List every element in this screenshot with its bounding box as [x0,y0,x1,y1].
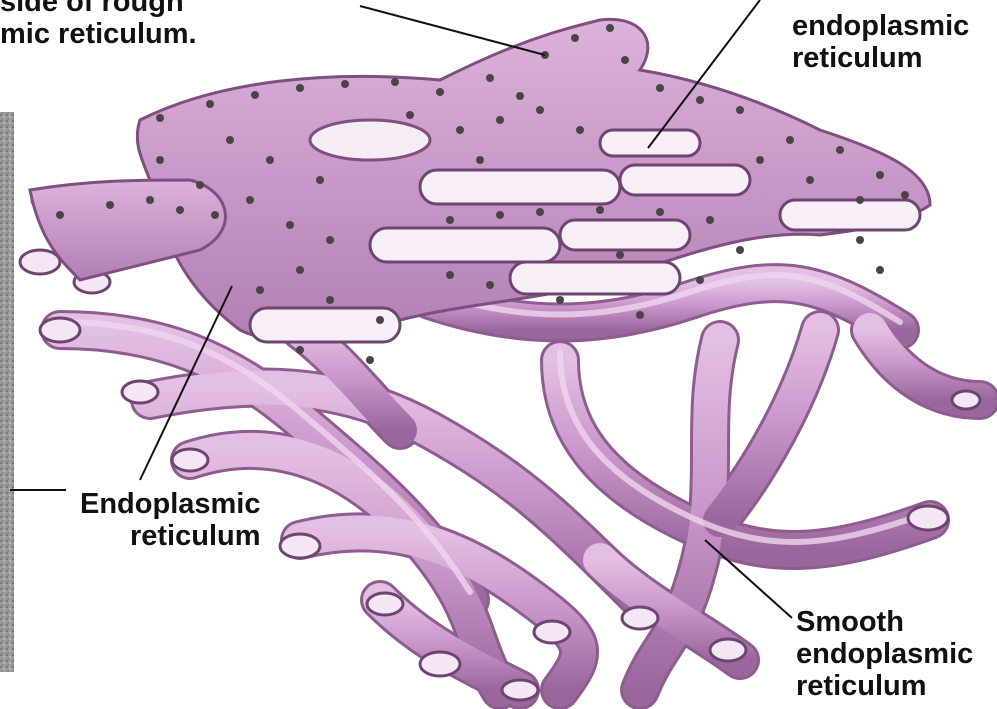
endoplasmic-reticulum-label: Endoplasmic reticulum [80,488,261,552]
smooth-er-label: Smooth endoplasmic reticulum [796,606,973,702]
smooth-er-line3: reticulum [796,670,973,702]
rough-er-surface-line2: mic reticulum. [0,18,197,50]
rough-er-line2: reticulum [792,42,969,74]
rough-er-label: endoplasmic reticulum [792,10,969,74]
smooth-er-line1: Smooth [796,606,973,638]
rough-er-surface-line1: side of rough [0,0,197,18]
rough-er-surface-label: side of rough mic reticulum. [0,0,197,50]
smooth-er-line2: endoplasmic [796,638,973,670]
micrograph-strip [0,112,14,672]
endoplasmic-reticulum-line2: reticulum [80,520,261,552]
rough-er-line1: endoplasmic [792,10,969,42]
leader-line-surface [360,6,545,55]
endoplasmic-reticulum-line1: Endoplasmic [80,488,261,520]
